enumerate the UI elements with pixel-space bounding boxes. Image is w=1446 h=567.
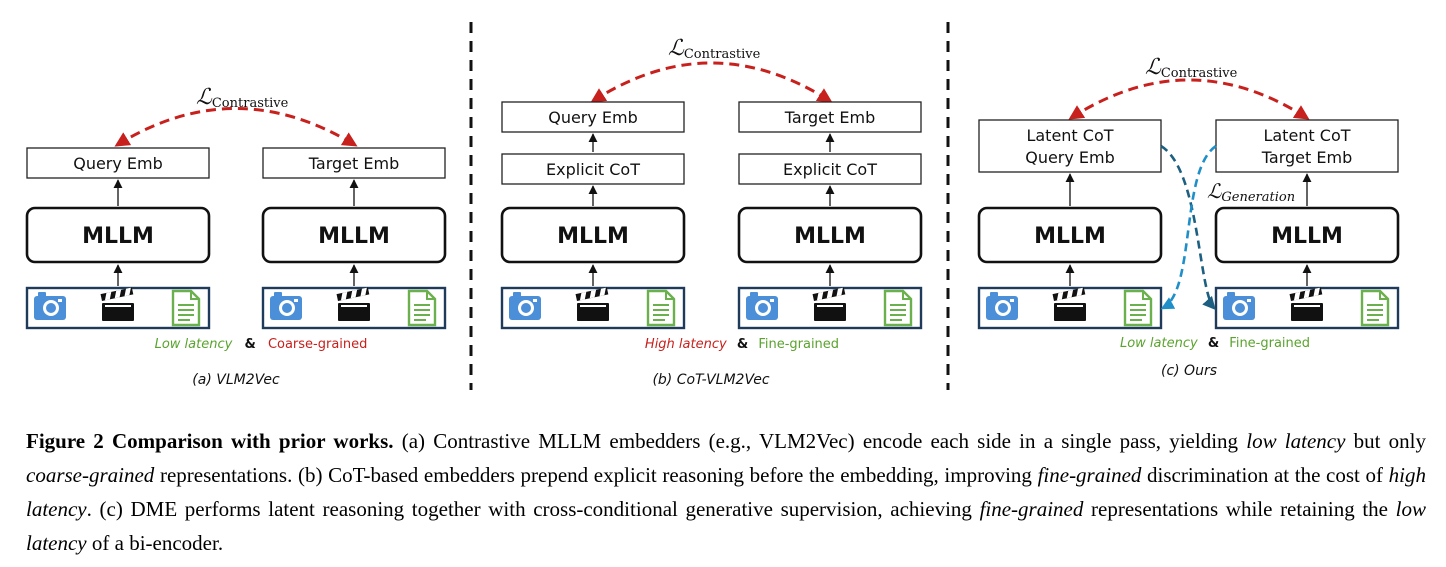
mllm-label-right: MLLM: [794, 224, 866, 249]
generation-arrow-query-to-target: [1160, 144, 1216, 310]
document-icon: [883, 289, 913, 327]
mllm-box-left: [500, 206, 686, 264]
mllm-label-right: MLLM: [318, 224, 390, 249]
camera-icon: [270, 292, 302, 320]
target-emb-label: Target Emb: [784, 108, 875, 127]
figure-caption: Figure 2 Comparison with prior works. (a…: [26, 429, 1427, 555]
document-icon: [1360, 289, 1390, 327]
mllm-label-right: MLLM: [1271, 224, 1343, 249]
contrastive-arrow: [590, 61, 833, 103]
generation-loss-label: ℒGeneration: [1207, 179, 1295, 205]
contrastive-loss-label: ℒContrastive: [196, 85, 289, 111]
tradeoff-tag: Low latency & Fine-grained: [1120, 336, 1310, 351]
target-emb-box: [262, 147, 446, 179]
mllm-box-left: [977, 206, 1163, 264]
camera-icon: [986, 292, 1018, 320]
comparison-diagram: ℒContrastive Query Emb Target Emb MLLM M…: [25, 22, 1400, 390]
contrastive-arrow: [114, 107, 358, 147]
target-emb-box: [738, 101, 922, 133]
latent-cot-target-line2: Target Emb: [1261, 148, 1352, 167]
camera-icon: [746, 292, 778, 320]
camera-icon: [509, 292, 541, 320]
latent-cot-query-line2: Query Emb: [1025, 148, 1115, 167]
query-emb-box: [501, 101, 685, 133]
explicit-cot-box: [738, 153, 922, 185]
latent-cot-query-line1: Latent CoT: [1026, 126, 1113, 145]
document-icon: [646, 289, 676, 327]
tradeoff-tag: Low latency & Coarse-grained: [155, 337, 368, 352]
contrastive-arrow: [1068, 78, 1310, 120]
mllm-box-right: [737, 206, 923, 264]
contrastive-loss-label: ℒContrastive: [1145, 55, 1238, 81]
query-emb-box: [26, 147, 210, 179]
explicit-cot-label: Explicit CoT: [783, 160, 877, 179]
mllm-box-right: [1214, 206, 1400, 264]
mllm-label-left: MLLM: [557, 224, 629, 249]
panel-caption: (b) CoT-VLM2Vec: [652, 372, 769, 388]
query-emb-label: Query Emb: [548, 108, 638, 127]
mllm-label-left: MLLM: [1034, 224, 1106, 249]
camera-icon: [34, 292, 66, 320]
panel-caption: (c) Ours: [1161, 363, 1217, 379]
panel-caption: (a) VLM2Vec: [192, 372, 280, 388]
generation-arrow-target-to-query: [1160, 144, 1217, 310]
document-icon: [171, 289, 201, 327]
latent-cot-target-line1: Latent CoT: [1263, 126, 1350, 145]
camera-icon: [1223, 292, 1255, 320]
mllm-box-right: [261, 206, 447, 264]
query-emb-label: Query Emb: [73, 154, 163, 173]
figure-label: Figure 2 Comparison with prior works.: [26, 429, 394, 453]
latent-cot-target-box: [1215, 119, 1399, 173]
panel-c: ℒContrastive Latent CoT Query Emb Latent…: [977, 55, 1400, 379]
mllm-box-left: [25, 206, 211, 264]
target-emb-label: Target Emb: [308, 154, 399, 173]
contrastive-loss-label: ℒContrastive: [668, 36, 761, 62]
panel-b: ℒContrastive Query Emb Target Emb Explic…: [500, 36, 923, 388]
explicit-cot-label: Explicit CoT: [546, 160, 640, 179]
panel-a: ℒContrastive Query Emb Target Emb MLLM M…: [25, 85, 447, 388]
tradeoff-tag: High latency & Fine-grained: [645, 337, 839, 352]
mllm-label-left: MLLM: [82, 224, 154, 249]
document-icon: [407, 289, 437, 327]
explicit-cot-box: [501, 153, 685, 185]
document-icon: [1123, 289, 1153, 327]
